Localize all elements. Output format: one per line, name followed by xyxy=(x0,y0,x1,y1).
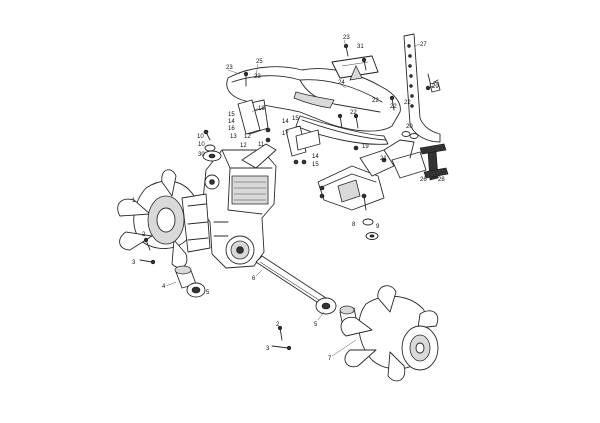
hubs-bushings xyxy=(174,265,359,333)
depth-bar xyxy=(403,33,441,143)
callout-1: 1 xyxy=(132,198,136,204)
callout-24: 24 xyxy=(338,80,345,86)
callout-22: 22 xyxy=(390,104,397,110)
callout-labels: 23 31 27 25 23 23 24 29 18 22 22 22 22 1… xyxy=(132,35,445,362)
callout-17: 17 xyxy=(282,131,289,137)
callout-28: 28 xyxy=(438,177,445,183)
fasteners xyxy=(139,43,435,351)
handle-brackets xyxy=(202,99,321,165)
callout-10: 10 xyxy=(198,142,205,148)
left-tine-assembly xyxy=(117,169,211,268)
callout-10: 10 xyxy=(197,134,204,140)
callout-27: 27 xyxy=(420,42,427,48)
callout-6: 6 xyxy=(252,276,256,282)
callout-25: 25 xyxy=(256,59,263,65)
callout-22: 22 xyxy=(404,100,411,106)
callout-2: 2 xyxy=(142,232,146,238)
callout-11: 11 xyxy=(258,142,265,148)
callout-15: 15 xyxy=(312,162,319,168)
transmission-housing xyxy=(201,143,277,269)
callout-5: 5 xyxy=(206,290,210,296)
callout-14: 14 xyxy=(282,119,289,125)
callout-23: 23 xyxy=(226,65,233,71)
callout-3: 3 xyxy=(132,260,136,266)
callout-14: 14 xyxy=(312,154,319,160)
callout-5: 5 xyxy=(314,322,318,328)
right-tine-assembly xyxy=(340,285,439,382)
callout-23: 23 xyxy=(343,35,350,41)
callout-8: 8 xyxy=(352,222,356,228)
callout-23: 23 xyxy=(254,74,261,80)
callout-18: 18 xyxy=(258,106,265,112)
callout-13: 13 xyxy=(230,134,237,140)
hitch-bracket xyxy=(317,139,449,211)
callout-4: 4 xyxy=(162,284,166,290)
callout-30: 30 xyxy=(198,152,205,158)
callout-15: 15 xyxy=(228,112,235,118)
callout-7: 7 xyxy=(328,356,332,362)
callout-29: 29 xyxy=(432,84,439,90)
tine-shaft xyxy=(255,255,332,307)
callout-19: 19 xyxy=(362,144,369,150)
callout-31: 31 xyxy=(357,44,364,50)
callout-26: 26 xyxy=(420,177,427,183)
callout-2: 2 xyxy=(276,322,280,328)
callout-20: 20 xyxy=(406,124,413,130)
callout-12: 12 xyxy=(240,143,247,149)
callout-9: 9 xyxy=(376,224,380,230)
callout-16: 16 xyxy=(228,126,235,132)
callout-14: 14 xyxy=(228,119,235,125)
callout-15: 15 xyxy=(292,116,299,122)
leader-lines xyxy=(135,39,421,357)
callout-12: 12 xyxy=(244,134,251,140)
callout-22: 22 xyxy=(350,110,357,116)
callout-3: 3 xyxy=(266,346,270,352)
callout-21: 21 xyxy=(380,156,387,162)
callout-22: 22 xyxy=(372,98,379,104)
